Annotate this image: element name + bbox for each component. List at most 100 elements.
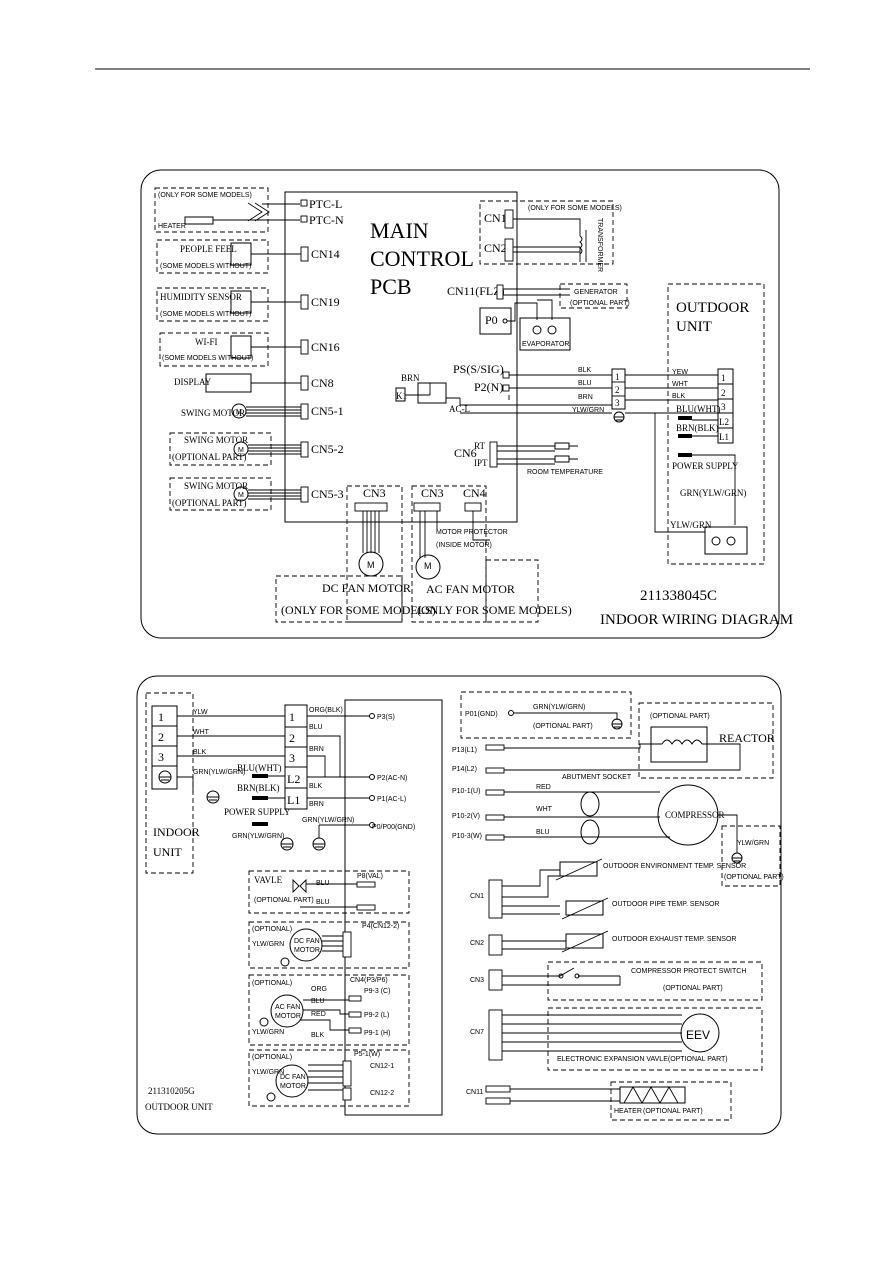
ptc-n-label: PTC-N [309, 213, 344, 227]
k1-label: K1 [396, 391, 407, 401]
out-block-3: L2 [287, 772, 300, 786]
abutment-socket-1 [580, 791, 600, 817]
transformer-box [479, 200, 614, 265]
ipt-label: IPT [474, 458, 488, 468]
in-color-grn: GRN(YLW/GRN) [193, 769, 245, 776]
in-color-0: YLW [193, 709, 208, 716]
cn12-2-label: CN12-2 [370, 1090, 394, 1097]
heater-box [154, 187, 269, 233]
indoor-unit-title-1: INDOOR [153, 825, 200, 839]
power-supply-label: POWER SUPPLY [672, 461, 739, 471]
svg-text:M: M [238, 492, 244, 499]
dc-fan-motor-label: DC FAN MOTOR [322, 581, 411, 595]
abutment-label: ABUTMENT SOCKET [562, 774, 632, 781]
valve-box [248, 870, 410, 914]
evaporator-box [519, 317, 571, 351]
p01-label: P01(GND) [465, 711, 498, 718]
ac-fan-label-2: MOTOR [275, 1013, 301, 1020]
cn19-connector [300, 294, 309, 310]
outdoor-ground-box [704, 526, 748, 555]
cn5-3-label: CN5-3 [311, 487, 344, 501]
valve-icon [292, 878, 307, 894]
reactor-optional: (OPTIONAL PART) [650, 713, 710, 720]
svg-text:M: M [236, 409, 242, 416]
rt-label: RT [474, 441, 485, 451]
p5-label: P5-1(W) [354, 1051, 380, 1058]
cn11-label: CN11(FLZ) [447, 284, 505, 298]
dc-fan-motor-icon [358, 551, 384, 577]
wire-ylwgrn: YLW/GRN [572, 407, 604, 414]
outdoor-wiring-panel: 1 2 3 INDOOR UNIT YLW WHT BLK GRN(YLW/GR… [136, 675, 784, 1135]
wire-org-blk: ORG(BLK) [309, 707, 343, 714]
generator-box [559, 283, 628, 309]
p2acn-label: P2(AC-N) [377, 775, 407, 782]
evaporator-label: EVAPORATOR [522, 341, 569, 348]
k1-relay [395, 387, 406, 402]
eev-description: ELECTRONIC EXPANSION VAVLE(OPTIONAL PART… [557, 1056, 728, 1063]
heater-note: (ONLY FOR SOME MODELS) [158, 192, 252, 199]
svg-text:M: M [367, 560, 375, 570]
cn1-label: CN1 [470, 893, 484, 900]
p10-3-label: P10-3(W) [452, 833, 482, 840]
out-color-4: BRN(BLK) [676, 423, 719, 433]
ac-fan-motor-label: AC FAN MOTOR [426, 582, 515, 596]
abutment-socket-2 [580, 819, 600, 845]
swing-motor-1-icon [231, 403, 247, 419]
humidity-sensor-note: (SOME MODELS WITHOUT) [160, 311, 251, 318]
comp-ylw-grn: YLW/GRN [737, 840, 769, 847]
heater-label: HEATER [614, 1108, 642, 1115]
swing-motor-3-label: SWING MOTOR [184, 481, 248, 491]
eev-box [547, 1007, 763, 1071]
blu-wht-label: BLU(WHT) [237, 763, 282, 773]
ac-fan-note: (ONLY FOR SOME MODELS) [417, 603, 572, 617]
people-feel-note: (SOME MODELS WITHOUT) [160, 263, 251, 270]
out-block-2: 3 [289, 751, 295, 765]
cn2-label: CN2 [484, 241, 507, 255]
ac-blk: BLK [311, 1032, 325, 1039]
ac-fan-optional: (OPTIONAL) [252, 980, 292, 987]
cn12-1-label: CN12-1 [370, 1063, 394, 1070]
heater-element [184, 216, 214, 225]
cn3-ac-label: CN3 [421, 486, 444, 500]
dc-fan-motor-icon [289, 928, 323, 962]
reactor-coil [661, 739, 703, 745]
indoor-terminal-block [151, 705, 178, 790]
swing-motor-1-label: SWING MOTOR [181, 408, 245, 418]
p14-label: P14(L2) [452, 766, 477, 773]
cn16-connector [300, 339, 309, 355]
valve-optional: (OPTIONAL PART) [254, 897, 314, 904]
heater-optional: (OPTIONAL PART) [643, 1108, 703, 1115]
indoor-code: 211338045C [640, 588, 717, 604]
brn-blk-label: BRN(BLK) [237, 783, 280, 793]
out-color-3: BLU(WHT) [676, 404, 721, 414]
outdoor-code: 211310205G [148, 1086, 195, 1096]
pcb-title-line2: CONTROL [370, 246, 474, 271]
outdoor-terminal-block [284, 704, 308, 810]
out-term-3: L2 [719, 417, 729, 427]
p9-1: P9-1 (H) [364, 1030, 390, 1037]
pcb-title-line1: MAIN [370, 218, 429, 243]
cn3-dc-label: CN3 [363, 486, 386, 500]
dc-fan-box [248, 921, 410, 969]
p1acl-label: P1(AC-L) [377, 796, 406, 803]
swing-motor-2-label: SWING MOTOR [184, 435, 248, 445]
p10-2-label: P10-2(V) [452, 813, 480, 820]
cn3-connector [488, 969, 503, 991]
env-sensor-label: OUTDOOR ENVIRONMENT TEMP. SENSOR [603, 863, 746, 870]
outdoor-caption: OUTDOOR UNIT [145, 1102, 213, 1112]
cn3-dc-connector [354, 502, 388, 512]
ac-fan-box [411, 485, 487, 623]
comp-optional: (OPTIONAL PART) [724, 874, 784, 881]
term-2: 2 [615, 385, 620, 395]
swing-motor-3-icon [233, 486, 249, 502]
in-color-1: WHT [193, 729, 210, 736]
ptc-n-connector [300, 215, 308, 223]
cn7-connector [488, 1009, 503, 1061]
dc-fan-2-label-2: MOTOR [280, 1083, 306, 1090]
compressor-label: COMPRESSOR [665, 810, 725, 820]
env-sensor-icon [559, 861, 598, 877]
generator-label: GENERATOR [574, 289, 618, 296]
ac-org: ORG [311, 986, 327, 993]
wht-label: WHT [536, 806, 553, 813]
term-3: 3 [615, 398, 620, 408]
